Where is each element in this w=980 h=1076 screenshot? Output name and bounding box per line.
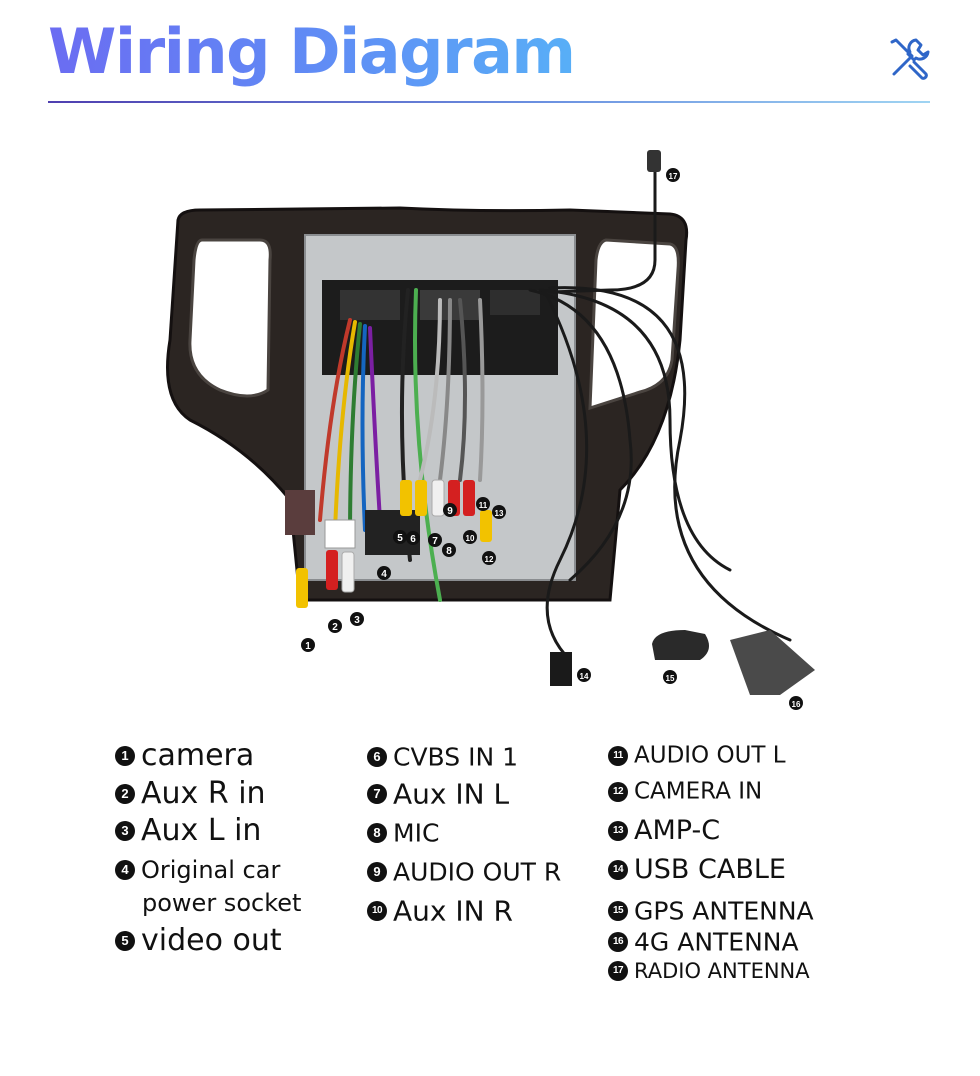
legend-number: 12 <box>608 781 628 802</box>
legend-label: Aux R in <box>141 776 266 811</box>
legend-item-continuation: power socket <box>115 888 301 917</box>
callout-label: 5 <box>397 533 403 544</box>
callout-marker: 9 <box>443 503 457 517</box>
legend-label: Original car <box>141 856 281 884</box>
legend-label: MIC <box>393 818 440 848</box>
legend-number: 8 <box>367 823 387 843</box>
callout-label: 1 <box>305 641 311 652</box>
legend-number: 15 <box>608 901 628 921</box>
callout-marker: 2 <box>328 619 342 633</box>
legend-label: CVBS IN 1 <box>393 742 519 772</box>
callout-marker: 4 <box>377 566 391 580</box>
callout-label: 2 <box>332 622 338 633</box>
legend-item: 7 Aux IN L <box>367 776 509 811</box>
legend-item: 6 CVBS IN 1 <box>367 741 518 772</box>
legend-number: 11 <box>608 745 628 766</box>
callout-label: 6 <box>410 534 416 545</box>
legend-number: 10 <box>367 901 387 921</box>
legend-item: 16 4G ANTENNA <box>608 926 799 957</box>
callout-label: 12 <box>485 555 494 564</box>
callout-marker: 1 <box>301 638 315 652</box>
legend-number: 17 <box>608 961 628 981</box>
callout-label: 14 <box>580 672 589 681</box>
legend-item: 14 USB CABLE <box>608 853 786 885</box>
legend-label: power socket <box>142 889 302 917</box>
callout-label: 7 <box>432 536 438 547</box>
callout-marker: 3 <box>350 612 364 626</box>
callout-label: 11 <box>479 501 488 510</box>
callout-marker: 8 <box>442 543 456 557</box>
callout-marker: 14 <box>577 668 591 682</box>
callout-label: 13 <box>495 509 504 518</box>
legend-label: RADIO ANTENNA <box>634 959 810 983</box>
callout-label: 9 <box>447 506 453 517</box>
callout-marker: 6 <box>406 531 420 545</box>
legend-item: 12 CAMERA IN <box>608 778 762 805</box>
legend-label: 4G ANTENNA <box>634 927 799 957</box>
callout-marker: 12 <box>482 551 496 565</box>
callout-label: 17 <box>669 172 678 181</box>
callout-marker: 13 <box>492 505 506 519</box>
callout-marker: 16 <box>789 696 803 710</box>
wiring-diagram-illustration: 1 2 3 4 5 6 7 8 9 10 11 12 13 14 15 16 1… <box>166 150 815 710</box>
legend-label: CAMERA IN <box>634 778 763 805</box>
legend-number: 1 <box>115 745 135 766</box>
legend-item: 4 Original car <box>115 855 280 884</box>
legend-number: 16 <box>608 932 628 952</box>
legend-label: USB CABLE <box>634 854 786 885</box>
callout-label: 16 <box>792 700 801 709</box>
callout-marker: 7 <box>428 533 442 547</box>
callout-marker: 15 <box>663 670 677 684</box>
legend-item: 5 video out <box>115 922 282 958</box>
legend-item: 8 MIC <box>367 817 439 848</box>
legend-number: 6 <box>367 747 387 767</box>
legend-label: GPS ANTENNA <box>634 896 814 926</box>
legend-item: 11 AUDIO OUT L <box>608 742 786 769</box>
callout-marker: 5 <box>393 530 407 544</box>
legend-item: 1 camera <box>115 737 254 773</box>
legend-label: Aux L in <box>141 813 262 848</box>
legend-label: AUDIO OUT L <box>634 742 786 769</box>
legend-label: AMP-C <box>634 815 721 846</box>
legend-item: 9 AUDIO OUT R <box>367 856 561 887</box>
legend-number: 9 <box>367 862 387 882</box>
callout-marker: 17 <box>666 168 680 182</box>
legend-label: video out <box>141 923 282 958</box>
callout-marker: 11 <box>476 497 490 511</box>
callout-marker: 10 <box>463 530 477 544</box>
legend-item: 3 Aux L in <box>115 812 261 848</box>
callout-label: 8 <box>446 546 452 557</box>
page-title: Wiring Diagram <box>48 12 576 92</box>
tools-icon <box>890 38 930 80</box>
callout-label: 4 <box>381 569 387 580</box>
legend-item: 13 AMP-C <box>608 814 720 846</box>
legend-item: 15 GPS ANTENNA <box>608 895 814 926</box>
title-divider <box>48 101 930 103</box>
legend-item: 17 RADIO ANTENNA <box>608 958 810 983</box>
legend-number: 3 <box>115 820 135 841</box>
legend-item: 2 Aux R in <box>115 775 266 811</box>
legend-number: 7 <box>367 784 387 804</box>
callout-label: 10 <box>466 534 475 543</box>
legend-label: Aux IN L <box>393 777 510 811</box>
legend-number: 14 <box>608 859 628 880</box>
legend-number: 2 <box>115 783 135 804</box>
legend-label: AUDIO OUT R <box>393 857 562 887</box>
legend-number: 4 <box>115 860 135 880</box>
legend-label: Aux IN R <box>393 894 513 928</box>
legend-number: 5 <box>115 930 135 951</box>
callout-label: 3 <box>354 615 360 626</box>
callout-label: 15 <box>666 674 675 683</box>
legend-label: camera <box>141 738 255 773</box>
legend-number: 13 <box>608 820 628 841</box>
legend-item: 10 Aux IN R <box>367 893 513 928</box>
